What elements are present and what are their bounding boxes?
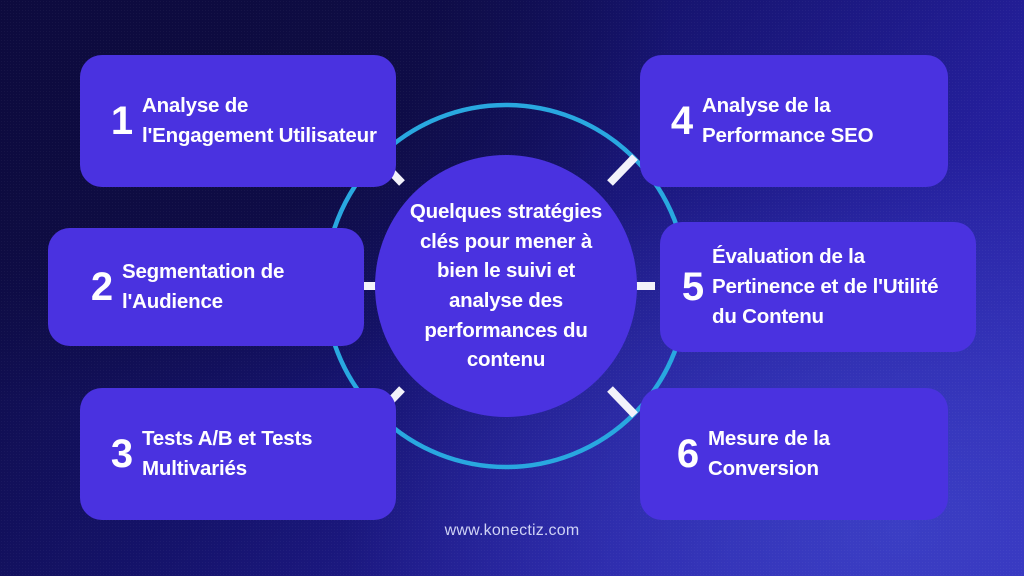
step-label-4: Analyse de la Performance SEO <box>702 94 874 147</box>
connector-tick-6 <box>607 386 638 418</box>
step-box-6[interactable]: 6 Mesure de la Conversion <box>640 388 948 520</box>
step-box-4[interactable]: 4 Analyse de la Performance SEO <box>640 55 948 187</box>
step-number-4: 4 <box>670 99 694 143</box>
step-box-5[interactable]: 5 Évaluation de la Pertinence et de l'Ut… <box>660 222 976 352</box>
step-box-1[interactable]: 1 Analyse de l'Engagement Utilisateur <box>80 55 396 187</box>
step-number-5: 5 <box>681 265 705 309</box>
step-label-5: Évaluation de la Pertinence et de l'Util… <box>712 245 939 328</box>
step-number-6: 6 <box>676 432 700 476</box>
step-number-2: 2 <box>90 265 114 309</box>
step-box-2[interactable]: 2 Segmentation de l'Audience <box>48 228 364 346</box>
step-label-6: Mesure de la Conversion <box>708 427 830 480</box>
step-number-1: 1 <box>110 99 134 143</box>
step-number-3: 3 <box>110 432 134 476</box>
footer-website: www.konectiz.com <box>444 522 580 539</box>
center-hub-text: Quelques stratégies clés pour mener à bi… <box>409 199 603 372</box>
connector-tick-4 <box>607 154 638 186</box>
step-label-3: Tests A/B et Tests Multivariés <box>142 427 313 480</box>
center-hub: Quelques stratégies clés pour mener à bi… <box>375 155 637 417</box>
step-box-3[interactable]: 3 Tests A/B et Tests Multivariés <box>80 388 396 520</box>
step-label-1: Analyse de l'Engagement Utilisateur <box>142 94 377 147</box>
step-label-2: Segmentation de l'Audience <box>122 260 285 313</box>
